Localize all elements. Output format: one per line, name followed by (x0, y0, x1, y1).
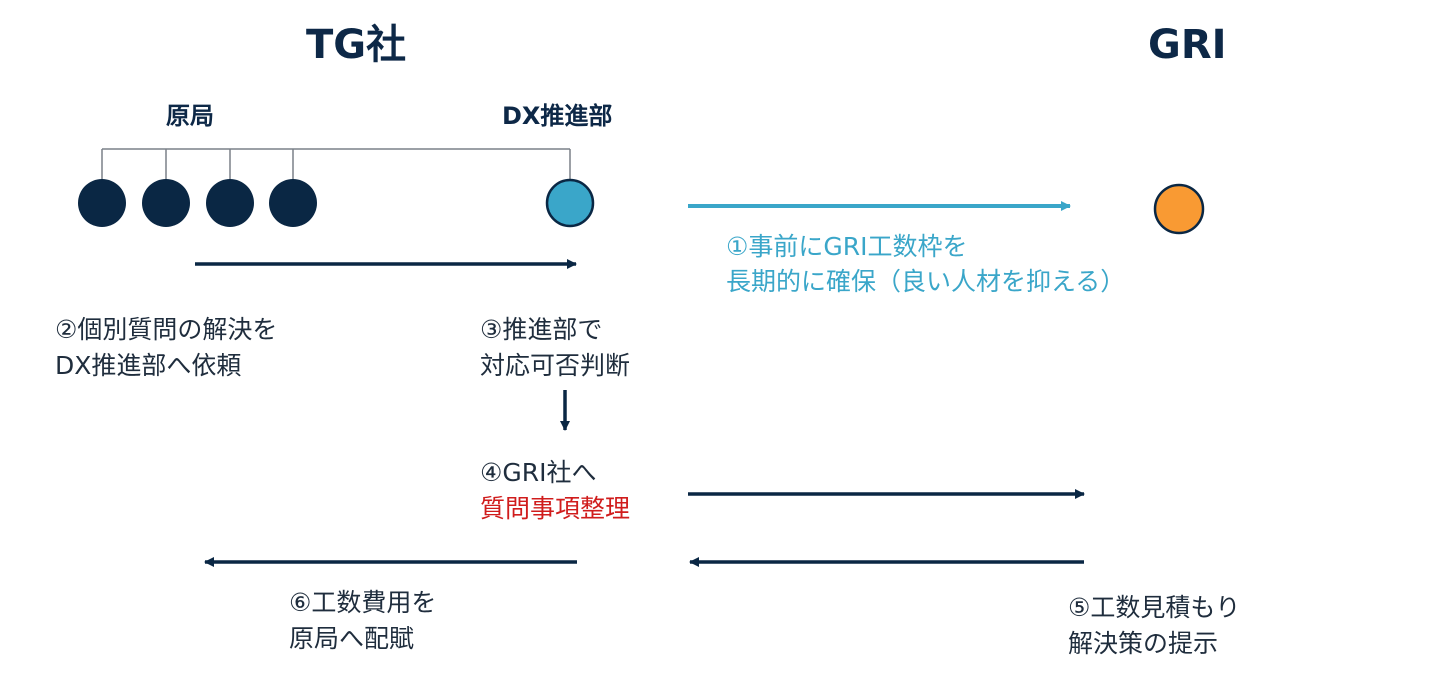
step6-line1: ⑥工数費用を (289, 588, 437, 617)
step2-line1: ②個別質問の解決を (55, 315, 278, 344)
org-connector (101, 148, 571, 181)
step4-line2: 質問事項整理 (480, 494, 631, 523)
genkyoku-node-3 (206, 179, 254, 227)
step3-line2: 対応可否判断 (480, 351, 631, 380)
step1-line1: ①事前にGRI工数枠を (726, 232, 968, 261)
step1-line2: 長期的に確保（良い人材を抑える） (726, 267, 1126, 296)
tg-company-header: TG社 (306, 22, 407, 68)
step4-line1: ④GRI社へ (480, 458, 597, 487)
dx-node (545, 178, 595, 228)
step3-line1: ③推進部で (480, 315, 603, 344)
genkyoku-node-2 (142, 179, 190, 227)
genkyoku-node-1 (78, 179, 126, 227)
dx-dept-label: DX推進部 (502, 102, 613, 130)
gri-node (1153, 183, 1205, 235)
genkyoku-label: 原局 (166, 102, 214, 130)
genkyoku-node-4 (269, 179, 317, 227)
step5-line1: ⑤工数見積もり (1068, 593, 1241, 622)
step5-line2: 解決策の提示 (1068, 629, 1219, 658)
gri-header: GRI (1148, 22, 1227, 68)
step2-line2: DX推進部へ依頼 (55, 351, 242, 380)
step6-line2: 原局へ配賦 (289, 624, 415, 653)
